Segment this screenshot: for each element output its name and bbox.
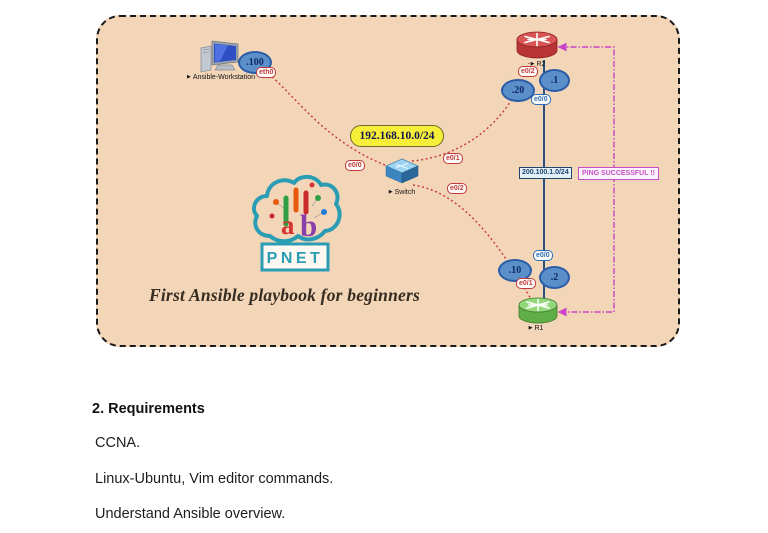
workstation-label: ▶Ansible-Workstation xyxy=(187,74,255,81)
play-marker-icon: ▶ xyxy=(530,61,535,67)
switch-interface-workstation: e0/0 xyxy=(345,160,365,171)
r2-ip-lan-badge: .20 xyxy=(501,79,535,102)
ping-status-badge: PING SUCCESSFUL !! xyxy=(578,167,659,180)
pnetlab-logo: a b PNET xyxy=(248,170,343,278)
requirement-item: Understand Ansible overview. xyxy=(95,506,286,522)
switch-interface-r1: e0/2 xyxy=(447,183,467,194)
r2-interface-link: e0/0 xyxy=(531,94,551,105)
r2-interface-lan: e0/2 xyxy=(518,66,538,77)
r1-interface-link: e0/0 xyxy=(533,250,553,261)
requirement-item: Linux-Ubuntu, Vim editor commands. xyxy=(95,471,334,487)
router-r2-label: ▶R2 xyxy=(530,61,546,68)
topology-diagram: ▶Ansible-Workstation .100 eth0 192.168.1… xyxy=(96,15,680,347)
workstation-interface-label: eth0 xyxy=(256,67,277,78)
r1-ip-lan-badge: .10 xyxy=(498,259,532,282)
router-r2-icon xyxy=(515,30,559,61)
lan-link-switch-r1 xyxy=(412,184,533,302)
router-r1-icon xyxy=(517,296,559,326)
workstation-icon xyxy=(198,39,240,73)
play-marker-icon: ▶ xyxy=(528,325,533,331)
switch-label: ▶Switch xyxy=(388,189,416,196)
r1-interface-lan: e0/1 xyxy=(516,278,536,289)
requirements-heading: 2. Requirements xyxy=(92,401,205,417)
play-marker-icon: ▶ xyxy=(187,74,191,80)
requirement-item: CCNA. xyxy=(95,435,141,451)
r1-ip-link-badge: .2 xyxy=(539,266,570,289)
router-r1-label: ▶R1 xyxy=(528,325,544,332)
serial-network-label: 200.100.1.0/24 xyxy=(519,167,572,179)
lan-link-ws-switch xyxy=(264,70,391,168)
logo-letter-a: a xyxy=(281,210,295,240)
logo-letter-b: b xyxy=(300,208,317,243)
logo-cloud-icon xyxy=(252,174,342,244)
logo-name: PNET xyxy=(267,250,324,267)
switch-interface-r2: e0/1 xyxy=(443,153,463,164)
play-marker-icon: ▶ xyxy=(388,189,393,195)
lan-network-label: 192.168.10.0/24 xyxy=(350,125,444,147)
switch-icon xyxy=(384,155,420,185)
r2-ip-link-badge: .1 xyxy=(539,69,570,92)
diagram-title: First Ansible playbook for beginners xyxy=(149,285,421,305)
